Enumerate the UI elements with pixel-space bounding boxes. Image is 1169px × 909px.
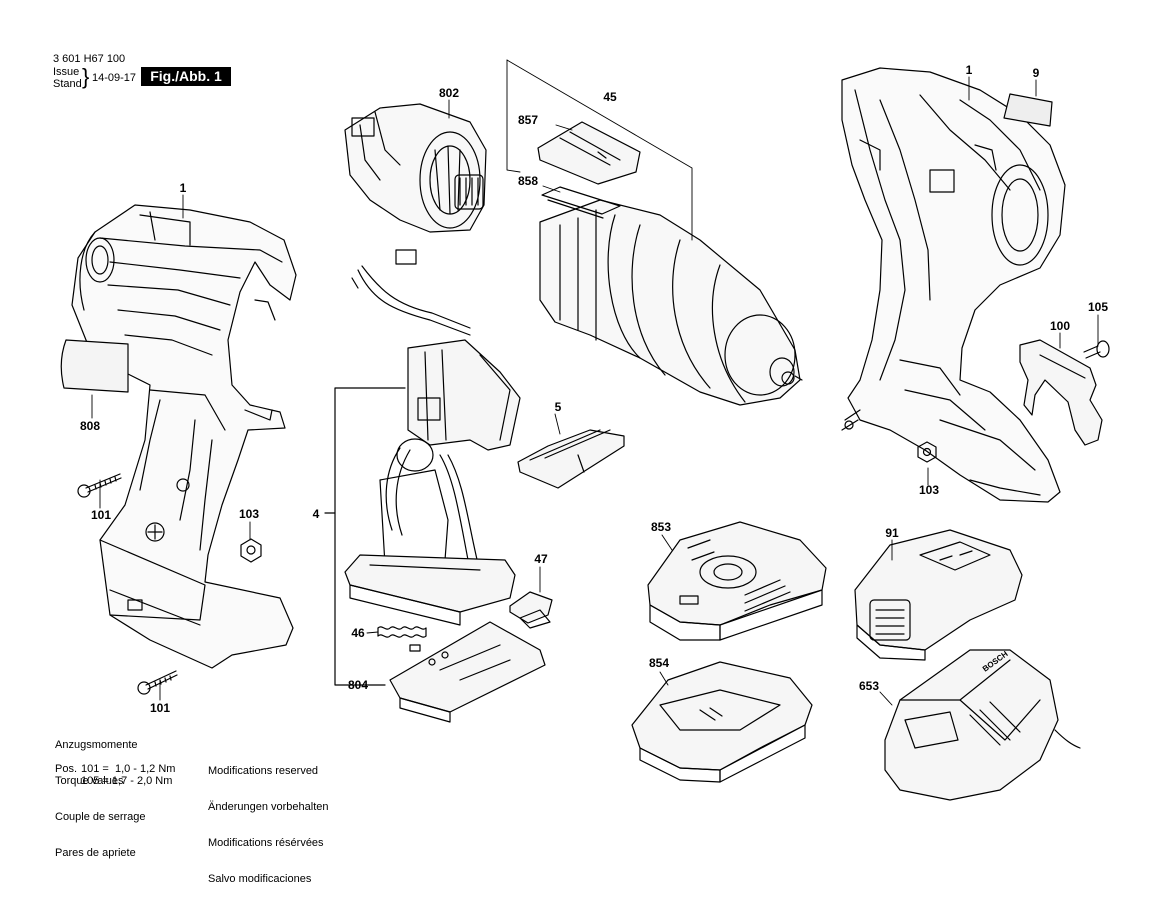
part-label-105: 105 [1088,300,1108,314]
motor-802-drawing [344,103,487,233]
issue-date: 14-09-17 [92,72,137,84]
part-label-100: 100 [1050,319,1070,333]
adapter-854-drawing [631,661,813,783]
part-label-653: 653 [859,679,879,693]
electronics-4-drawing [344,249,521,626]
part-label-808: 808 [80,419,100,433]
spring-46-drawing [377,626,427,638]
part-label-91: 91 [885,526,899,540]
part-label-103-right: 103 [919,483,939,497]
modifications-line-de: Änderungen vorbehalten [208,801,329,813]
adapter-853-drawing [647,521,827,641]
part-label-804: 804 [348,678,368,692]
part-label-101-lower: 101 [150,701,170,715]
modifications-line-fr: Modifications résérvées [208,837,324,849]
issue-label: Issue [53,66,80,78]
gearbox-chuck-45-drawing [539,199,803,406]
charger-653-drawing [884,649,1081,801]
part-label-101-upper: 101 [91,508,111,522]
part-47-drawing [509,591,553,629]
doc-number: 3 601 H67 100 [53,53,126,65]
part-label-853: 853 [651,520,671,534]
nut-103-left [240,538,262,563]
part-label-45: 45 [603,90,617,104]
drawing-canvas: 1 808 101 101 103 802 45 857 858 4 5 47 … [60,59,1110,801]
part-label-1-right: 1 [966,63,973,77]
housing-right-drawing [841,67,1066,503]
part-label-9: 9 [1033,66,1040,80]
part-label-5: 5 [555,400,562,414]
screw-101-upper [77,473,122,498]
stand-label: Stand [53,78,82,90]
screw-101-lower [137,670,178,695]
brace-glyph: } [82,64,90,89]
part-label-1-left: 1 [180,181,187,195]
label-808-drawing [60,339,129,393]
torque-row-105: 105 = 1,7 - 2,0 Nm [81,775,173,787]
modifications-line-es: Salvo modificaciones [208,873,312,885]
torque-line-es: Pares de apriete [55,847,136,859]
part-label-103-left: 103 [239,507,259,521]
torque-pos-prefix: Pos. [55,763,78,775]
plate-804-drawing [389,621,546,723]
label-9-drawing [1003,93,1053,127]
torque-line-de: Anzugsmomente [55,739,138,751]
screw-105-drawing [1083,340,1110,359]
part-5-drawing [517,429,625,489]
switch-cover-857-drawing [537,121,641,185]
leader-lines [91,59,1099,706]
belt-clip-100-drawing [1019,339,1103,446]
part-label-47: 47 [534,552,548,566]
torque-row-101: 101 = 1,0 - 1,2 Nm [81,763,176,775]
nut-103-right [917,441,937,463]
housing-left-drawing [71,204,297,669]
part-label-4: 4 [313,507,320,521]
part-label-857: 857 [518,113,538,127]
modifications-line-en: Modifications reserved [208,765,319,777]
part-label-46: 46 [351,626,365,640]
bracket-4 [324,387,406,686]
torque-line-en: Torque values [55,775,124,787]
part-label-802: 802 [439,86,459,100]
part-label-854: 854 [649,656,669,670]
figure-label: Fig./Abb. 1 [141,67,231,86]
exploded-parts-diagram: 3 601 H67 100 Issue Stand } 14-09-17 Fig… [53,53,1110,885]
torque-line-fr: Couple de serrage [55,811,146,823]
part-label-858: 858 [518,174,538,188]
battery-91-drawing [854,529,1023,661]
